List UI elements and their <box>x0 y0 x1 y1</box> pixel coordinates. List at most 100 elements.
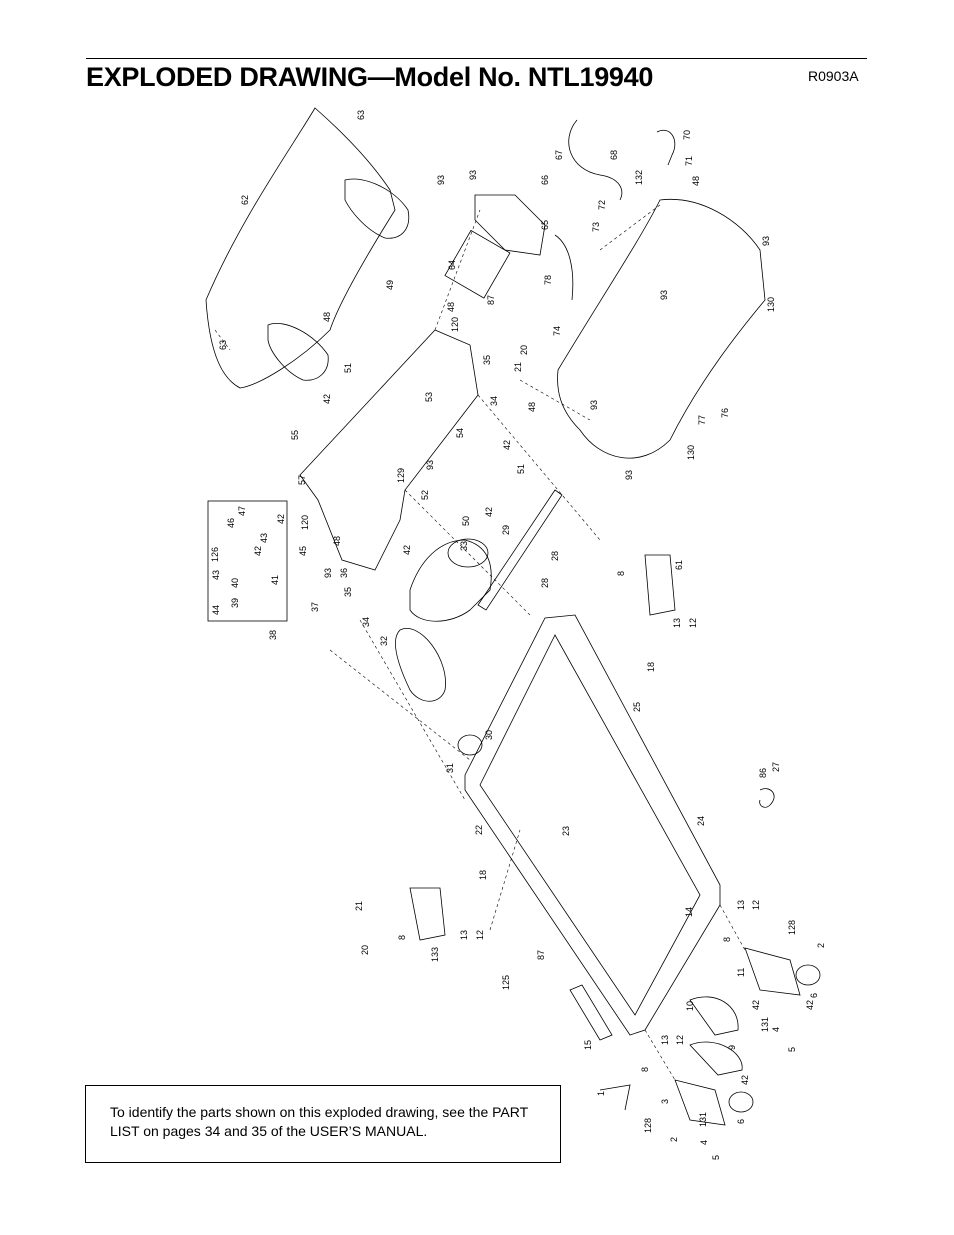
callout-65: 65 <box>540 220 550 230</box>
leveling-foot-right <box>795 964 821 986</box>
callout-9: 9 <box>727 1045 737 1050</box>
callout-54: 54 <box>455 428 465 438</box>
callout-42-e: 42 <box>253 546 263 556</box>
pulley-assembly-inset <box>207 500 288 622</box>
callout-126: 126 <box>210 547 220 562</box>
callout-42-h: 42 <box>805 1000 815 1010</box>
callout-51-b: 51 <box>516 464 526 474</box>
callout-11: 11 <box>736 968 746 977</box>
callout-93-f: 93 <box>425 460 435 470</box>
callout-13: 13 <box>672 618 682 628</box>
callout-48-e: 48 <box>332 536 342 546</box>
hood-end-cap-right <box>344 178 410 239</box>
callout-42-b: 42 <box>502 440 512 450</box>
callout-14: 14 <box>684 907 694 917</box>
callout-39: 39 <box>230 598 240 608</box>
wire-harness <box>554 234 574 301</box>
leveling-foot-left <box>728 1091 754 1113</box>
callout-23: 23 <box>561 826 571 836</box>
callout-87: 87 <box>486 295 496 305</box>
callout-20: 20 <box>519 345 529 355</box>
motor-end-cap <box>447 538 489 568</box>
callout-34: 34 <box>489 396 499 406</box>
callout-71: 71 <box>684 156 694 166</box>
callout-2: 2 <box>816 943 826 948</box>
front-bracket-left <box>409 887 446 941</box>
callout-77: 77 <box>697 415 707 425</box>
callout-42-i: 42 <box>740 1075 750 1085</box>
callout-73: 73 <box>591 222 601 232</box>
callout-42-d: 42 <box>276 514 286 524</box>
drive-belt <box>395 628 446 702</box>
note-box: To identify the parts shown on this expl… <box>85 1085 561 1163</box>
end-cap-left <box>689 1041 743 1076</box>
callout-49: 49 <box>385 280 395 290</box>
callout-13-c: 13 <box>459 930 469 940</box>
callout-44: 44 <box>211 605 221 615</box>
callout-70: 70 <box>682 130 692 140</box>
callout-29: 29 <box>501 525 511 535</box>
callout-2-b: 2 <box>669 1137 679 1142</box>
cable <box>568 119 623 201</box>
callout-48-b: 48 <box>322 312 332 322</box>
hood-end-cap-left <box>267 323 329 381</box>
console-base <box>557 198 766 459</box>
callout-67: 67 <box>554 150 564 160</box>
callout-38: 38 <box>268 630 278 640</box>
controller-board <box>444 229 511 299</box>
callout-43-b: 43 <box>211 570 221 580</box>
callout-68: 68 <box>609 150 619 160</box>
electronics-bracket <box>474 194 546 256</box>
callout-42-g: 42 <box>751 1000 761 1010</box>
callout-93-h: 93 <box>323 568 333 578</box>
callout-93-b: 93 <box>468 170 478 180</box>
callout-51: 51 <box>343 363 353 373</box>
callout-25: 25 <box>632 702 642 712</box>
callout-33: 33 <box>459 541 469 551</box>
callout-55: 55 <box>290 430 300 440</box>
callout-35: 35 <box>482 355 492 365</box>
callout-20-b: 20 <box>360 945 370 955</box>
callout-93-g: 93 <box>624 470 634 480</box>
callout-24: 24 <box>696 816 706 826</box>
callout-78: 78 <box>543 275 553 285</box>
callout-27: 27 <box>771 762 781 772</box>
callout-48-c: 48 <box>446 302 456 312</box>
callout-129: 129 <box>396 468 406 483</box>
callout-128-b: 128 <box>643 1118 653 1133</box>
callout-28: 28 <box>550 551 560 561</box>
callout-37: 37 <box>310 602 320 612</box>
callout-46: 46 <box>226 518 236 528</box>
front-bracket-right <box>644 554 676 616</box>
walking-platform <box>464 614 721 1036</box>
callout-8-c: 8 <box>722 937 732 942</box>
callout-5: 5 <box>787 1047 797 1052</box>
front-roller <box>457 734 483 756</box>
callout-31: 31 <box>445 763 455 773</box>
callout-48-d: 48 <box>527 402 537 412</box>
callout-1: 1 <box>596 1091 606 1096</box>
callout-93: 93 <box>436 175 446 185</box>
trim-strip <box>569 984 613 1041</box>
callout-36: 36 <box>339 568 349 578</box>
callout-53: 53 <box>424 392 434 402</box>
callout-18: 18 <box>646 662 656 672</box>
callout-76: 76 <box>720 408 730 418</box>
callout-120-b: 120 <box>300 515 310 530</box>
callout-35-b: 35 <box>343 587 353 597</box>
callout-57: 57 <box>297 475 307 485</box>
callout-63: 63 <box>356 110 366 120</box>
callout-6: 6 <box>809 993 819 998</box>
callout-41: 41 <box>270 575 280 585</box>
callout-30: 30 <box>484 730 494 740</box>
callout-93-e: 93 <box>589 400 599 410</box>
callout-21-b: 21 <box>354 901 364 911</box>
callout-48: 48 <box>691 176 701 186</box>
callout-3: 3 <box>660 1099 670 1104</box>
callout-13-d: 13 <box>660 1035 670 1045</box>
callout-34-b: 34 <box>361 617 371 627</box>
callout-40: 40 <box>230 578 240 588</box>
note-text: To identify the parts shown on this expl… <box>110 1104 528 1139</box>
drawing-code: R0903A <box>808 68 859 84</box>
